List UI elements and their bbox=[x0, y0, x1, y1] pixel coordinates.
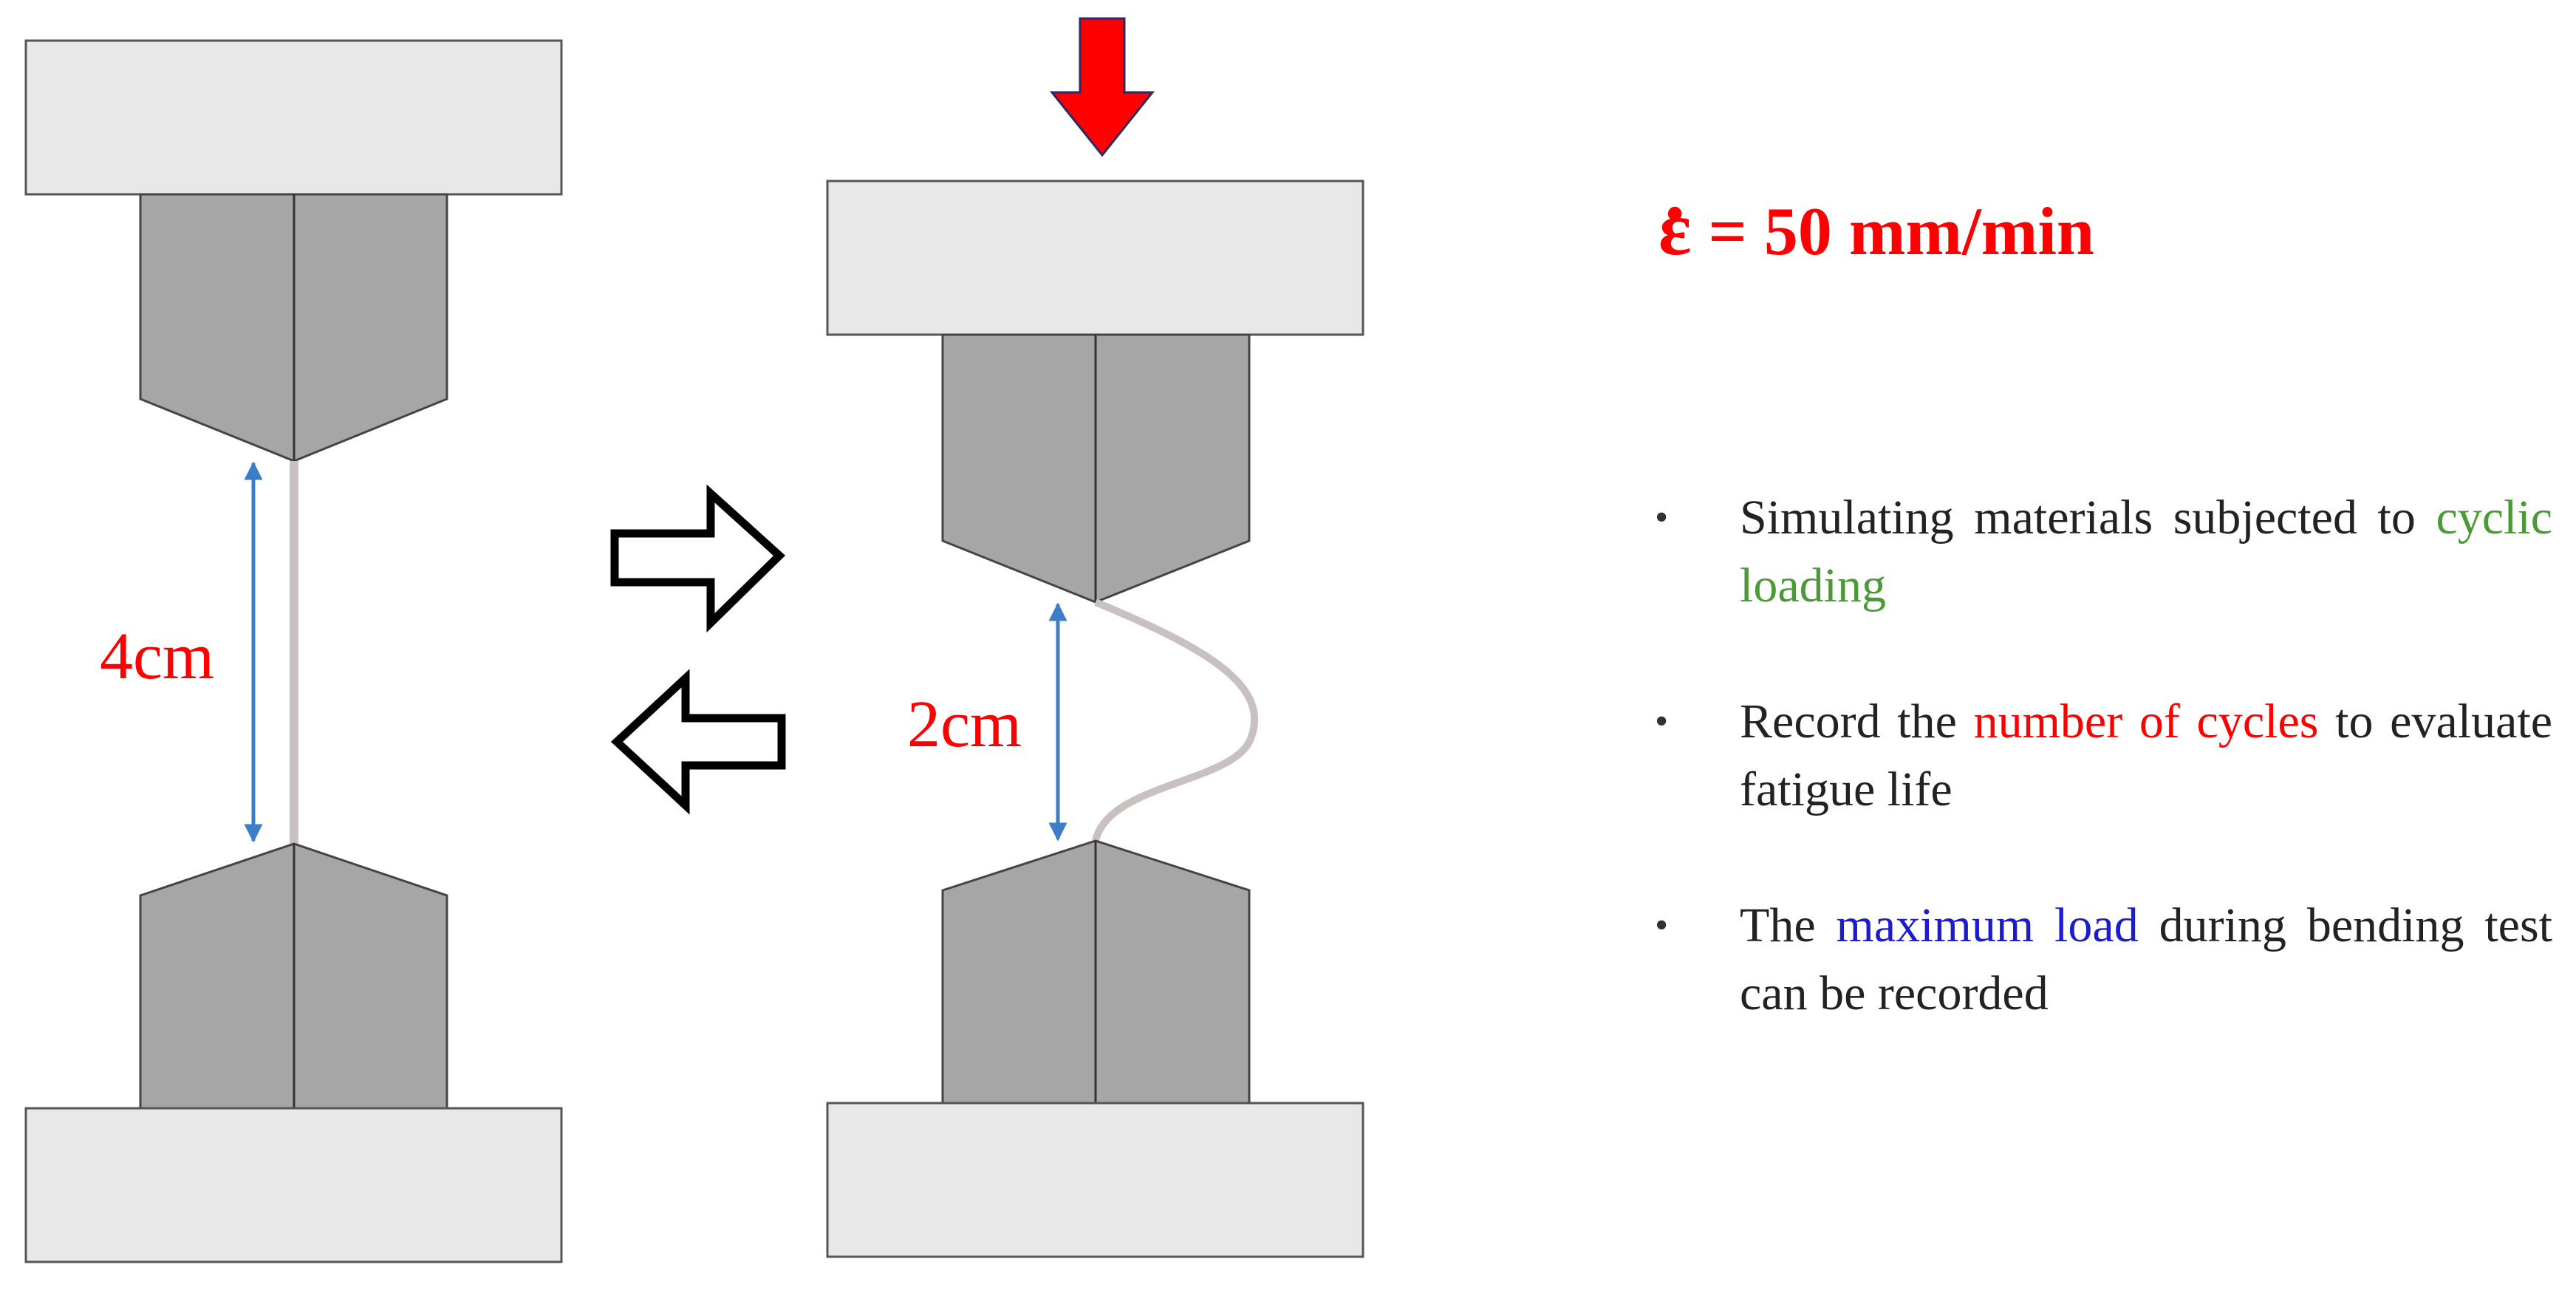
bullet-text: during bending test can be recorded bbox=[1740, 898, 2553, 1020]
left-apparatus: 4cm bbox=[24, 39, 563, 1263]
strain-rate-symbol: ε bbox=[1658, 186, 1691, 271]
highlight-cyclic-loading: cyclic loading bbox=[1740, 491, 2552, 612]
bullet-item: Record the number of cycles to evaluate … bbox=[1655, 688, 2552, 824]
cycle-arrows bbox=[610, 484, 786, 815]
left-top-plate bbox=[24, 39, 563, 196]
bullet-item: The maximum load during bending test can… bbox=[1655, 892, 2552, 1028]
highlight-maximum-load: maximum load bbox=[1836, 898, 2139, 952]
left-gauge-label: 4cm bbox=[100, 620, 214, 693]
down-arrow-icon bbox=[1049, 17, 1155, 157]
right-specimen-bent bbox=[1092, 598, 1259, 842]
right-top-plate bbox=[826, 180, 1364, 336]
left-arrow-icon bbox=[610, 669, 786, 815]
bullet-list: Simulating materials subjected to cyclic… bbox=[1655, 484, 2552, 1096]
bullet-item: Simulating materials subjected to cyclic… bbox=[1655, 484, 2552, 620]
bullet-text: to evaluate fatigue life bbox=[1740, 695, 2553, 816]
right-apparatus: 2cm bbox=[826, 17, 1364, 1258]
bullet-text: Record the bbox=[1740, 695, 1974, 748]
strain-rate-value: = 50 mm/min bbox=[1691, 194, 2095, 269]
strain-rate: ε = 50 mm/min bbox=[1658, 185, 2094, 273]
right-gauge-label: 2cm bbox=[907, 688, 1022, 761]
right-arrow-icon bbox=[610, 484, 786, 633]
right-bottom-plate bbox=[826, 1102, 1364, 1258]
highlight-number-of-cycles: number of cycles bbox=[1973, 695, 2319, 748]
bullet-text: The bbox=[1740, 898, 1837, 952]
left-bottom-plate bbox=[24, 1107, 563, 1263]
bullet-text: Simulating materials subjected to bbox=[1740, 491, 2436, 545]
